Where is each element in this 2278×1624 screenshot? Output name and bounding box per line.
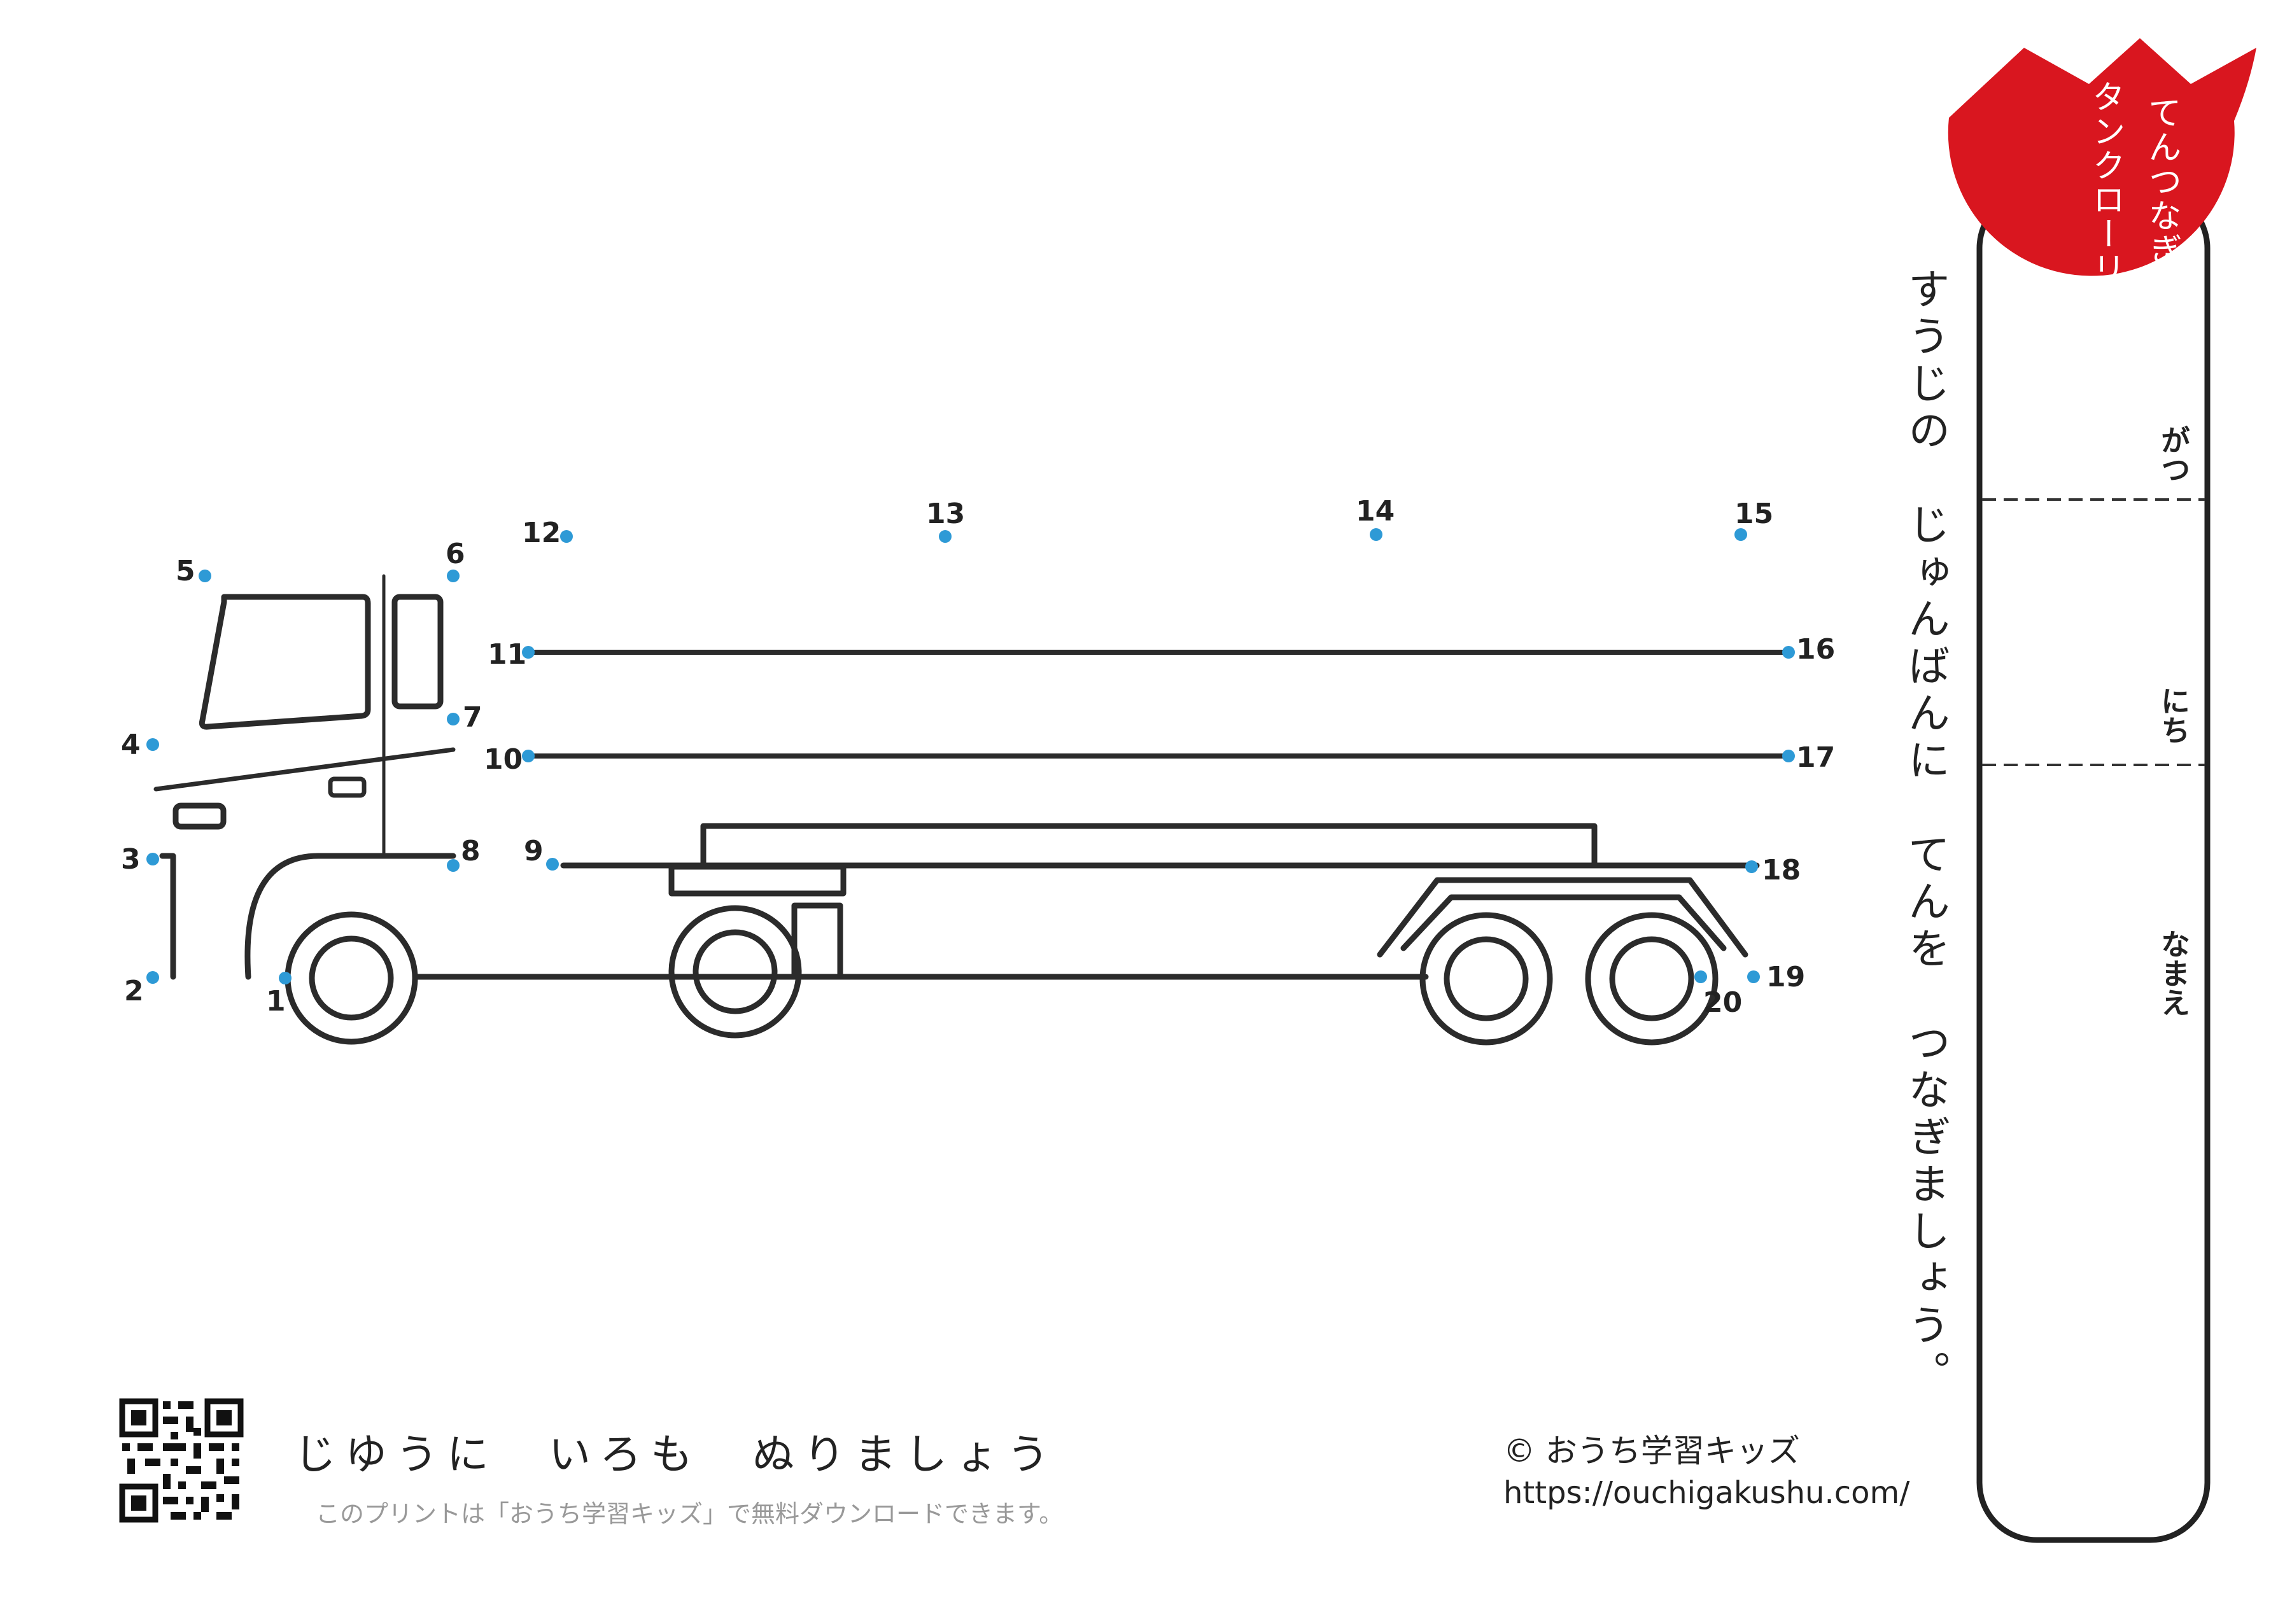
dot-label-19: 19 (1766, 961, 1805, 993)
dot-18 (1745, 860, 1758, 873)
dot-label-9: 9 (524, 835, 544, 867)
dot-14 (1370, 528, 1382, 541)
headlight (172, 802, 227, 830)
instruction-text: すうじの じゅんばんに てんを つなぎましょう。 (1901, 267, 1950, 1397)
front-bumper (159, 853, 176, 980)
dot-19 (1747, 970, 1760, 983)
dot-3 (146, 853, 159, 865)
coupling-plate (668, 864, 847, 897)
copyright-text: © おうち学習キッズ (1503, 1432, 1800, 1469)
dot-5 (199, 570, 211, 582)
download-note: このプリントは「おうち学習キッズ」で無料ダウンロードできます。 (316, 1500, 1064, 1528)
dot-label-1: 1 (266, 985, 286, 1018)
dot-label-10: 10 (484, 743, 523, 776)
wheel-rear-1 (1419, 912, 1553, 1046)
dot-7 (447, 713, 460, 725)
dot-label-8: 8 (461, 835, 481, 867)
wheel-mid-hub (693, 929, 778, 1014)
dot-2 (146, 971, 159, 984)
dot-label-5: 5 (176, 555, 195, 587)
dot-20 (1694, 970, 1707, 983)
coupling-post (791, 902, 843, 980)
dot-9 (546, 858, 559, 871)
month-field-label: がつ (2156, 425, 2191, 484)
name-field-label: なまえ (2156, 929, 2191, 1017)
dot-label-4: 4 (121, 729, 141, 761)
wheel-rear-2 (1585, 912, 1719, 1046)
wheel-rear-2-hub (1609, 936, 1694, 1021)
cab-side-window (391, 594, 444, 710)
dot-label-12: 12 (522, 517, 561, 549)
dot-label-7: 7 (463, 701, 482, 734)
coloring-note: じゆうに いろも ぬりましょう (294, 1430, 1058, 1479)
dot-label-17: 17 (1796, 741, 1835, 774)
dot-label-11: 11 (488, 638, 526, 671)
dot-15 (1734, 528, 1747, 541)
dot-label-13: 13 (926, 498, 965, 530)
dot-16 (1782, 646, 1795, 659)
wheel-mid (668, 905, 802, 1039)
site-url[interactable]: https://ouchigakushu.com/ (1503, 1475, 1910, 1511)
name-panel-frame (1976, 188, 2211, 1543)
wheel-front-hub (309, 935, 394, 1021)
dot-1 (279, 972, 292, 984)
fender (244, 853, 456, 980)
worksheet-title: てんつなぎ (2142, 95, 2181, 267)
dot-label-3: 3 (121, 843, 141, 876)
dot-11 (522, 646, 535, 659)
truck-outline (153, 574, 1791, 1046)
trailer-deck (700, 823, 1598, 869)
dot-4 (146, 738, 159, 751)
dot-label-15: 15 (1734, 498, 1773, 530)
dot-label-6: 6 (446, 538, 465, 570)
windshield (199, 594, 371, 730)
day-field-label: にち (2156, 686, 2191, 745)
dot-label-16: 16 (1796, 633, 1835, 666)
cab-side-light (328, 776, 367, 798)
dot-markers (146, 528, 1795, 984)
dot-13 (939, 530, 952, 543)
dot-8 (447, 859, 460, 872)
dot-label-14: 14 (1356, 495, 1395, 528)
tulip-badge (1948, 38, 2256, 276)
wheel-front (285, 911, 418, 1045)
dot-label-20: 20 (1703, 986, 1742, 1019)
rear-fender-outer (1377, 877, 1748, 958)
dot-label-18: 18 (1762, 854, 1801, 886)
cab-body-line (153, 747, 456, 792)
qr-code (119, 1398, 244, 1523)
dot-12 (560, 530, 573, 543)
dot-number-labels: 1 2 3 4 5 6 7 8 9 10 11 12 13 14 15 16 1… (121, 495, 1835, 1019)
dot-6 (447, 570, 460, 582)
dot-10 (522, 750, 535, 762)
rear-fender-inner (1400, 894, 1727, 951)
worksheet-subtitle: タンクローリー (2086, 80, 2125, 320)
dot-label-2: 2 (124, 975, 144, 1007)
dot-17 (1782, 750, 1795, 762)
wheel-rear-1-hub (1444, 936, 1529, 1021)
